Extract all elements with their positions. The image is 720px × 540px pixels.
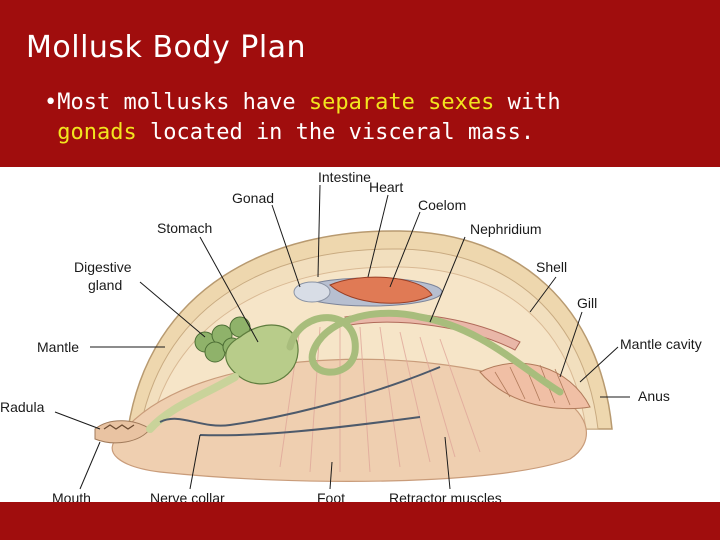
label-radula: Radula bbox=[0, 399, 45, 415]
mollusk-diagram: Intestine Heart Gonad Coelom Stomach Nep… bbox=[0, 167, 720, 502]
label-nerve-collar: Nerve collar bbox=[150, 490, 225, 502]
label-digestive-gland-1: Digestive bbox=[74, 259, 132, 275]
bullet-text-part1: Most mollusks have bbox=[57, 90, 309, 115]
highlight-separate-sexes: separate sexes bbox=[309, 90, 494, 115]
label-mouth: Mouth bbox=[52, 490, 91, 502]
label-digestive-gland-2: gland bbox=[88, 277, 122, 293]
slide-title: Mollusk Body Plan bbox=[26, 30, 306, 65]
label-mantle: Mantle bbox=[37, 339, 79, 355]
bullet-text-part3: located in the visceral mass. bbox=[137, 120, 534, 145]
label-mantle-cavity: Mantle cavity bbox=[620, 336, 702, 352]
label-stomach: Stomach bbox=[157, 220, 212, 236]
label-coelom: Coelom bbox=[418, 197, 466, 213]
bullet-marker: • bbox=[44, 90, 57, 115]
label-gill: Gill bbox=[577, 295, 597, 311]
label-nephridium: Nephridium bbox=[470, 221, 542, 237]
label-retractor-muscles: Retractor muscles bbox=[389, 490, 502, 502]
highlight-gonads: gonads bbox=[57, 120, 136, 145]
label-anus: Anus bbox=[638, 388, 670, 404]
bullet-text-part2: with bbox=[494, 90, 560, 115]
mollusk-diagram-svg: Intestine Heart Gonad Coelom Stomach Nep… bbox=[0, 167, 720, 502]
label-gonad: Gonad bbox=[232, 190, 274, 206]
label-shell: Shell bbox=[536, 259, 567, 275]
label-intestine: Intestine bbox=[318, 169, 371, 185]
label-foot: Foot bbox=[317, 490, 345, 502]
bullet-text: •Most mollusks have separate sexes with … bbox=[44, 88, 684, 148]
label-heart: Heart bbox=[369, 179, 403, 195]
